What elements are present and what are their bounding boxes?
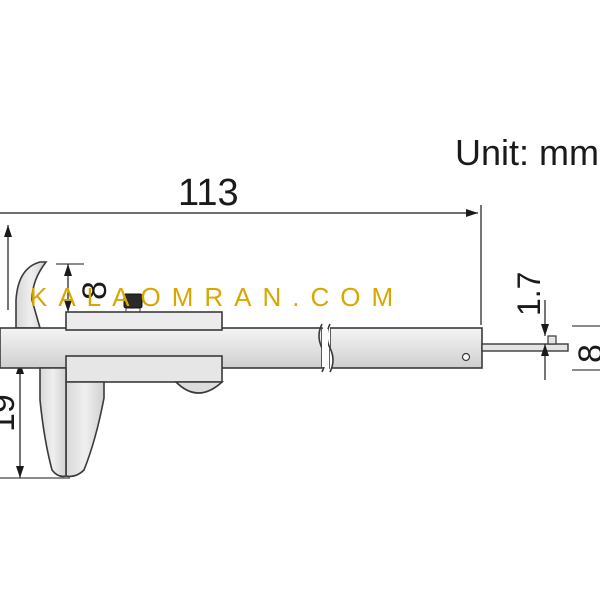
depth-rod-tip	[547, 335, 557, 345]
overall-length-arrowhead	[466, 209, 478, 217]
rod-height-dimension: 8	[572, 325, 600, 371]
jaw-depth-label: 19	[0, 394, 22, 432]
jaw-gap-dimension: 8	[56, 263, 114, 312]
slider-bottom-plate	[65, 355, 223, 383]
beam-hole	[461, 352, 471, 362]
slider-top-plate	[65, 311, 223, 331]
upper-jaw	[15, 261, 48, 329]
rod-offset-label: 1.7	[511, 272, 547, 316]
rod-offset-dimension: 1.7	[511, 272, 549, 380]
depth-rod	[481, 343, 569, 352]
overall-length-label: 113	[178, 172, 239, 214]
caliper-body	[0, 261, 569, 478]
jaw-depth-dimension: 19	[0, 362, 70, 479]
unit-label: Unit: mm	[455, 132, 599, 173]
lower-jaw	[65, 381, 105, 478]
rod-height-label: 8	[572, 344, 600, 363]
clamp-screw	[123, 293, 143, 309]
thumb-wheel	[174, 381, 225, 394]
watermark-text: KALAOMRAN.COM	[30, 282, 404, 312]
overall-length-dimension: 113	[0, 172, 482, 325]
jaw-depth-arrow-top	[4, 225, 12, 237]
fixed-lower-jaw	[39, 367, 67, 478]
main-beam-right	[329, 327, 483, 369]
jaw-gap-label: 8	[76, 281, 114, 300]
